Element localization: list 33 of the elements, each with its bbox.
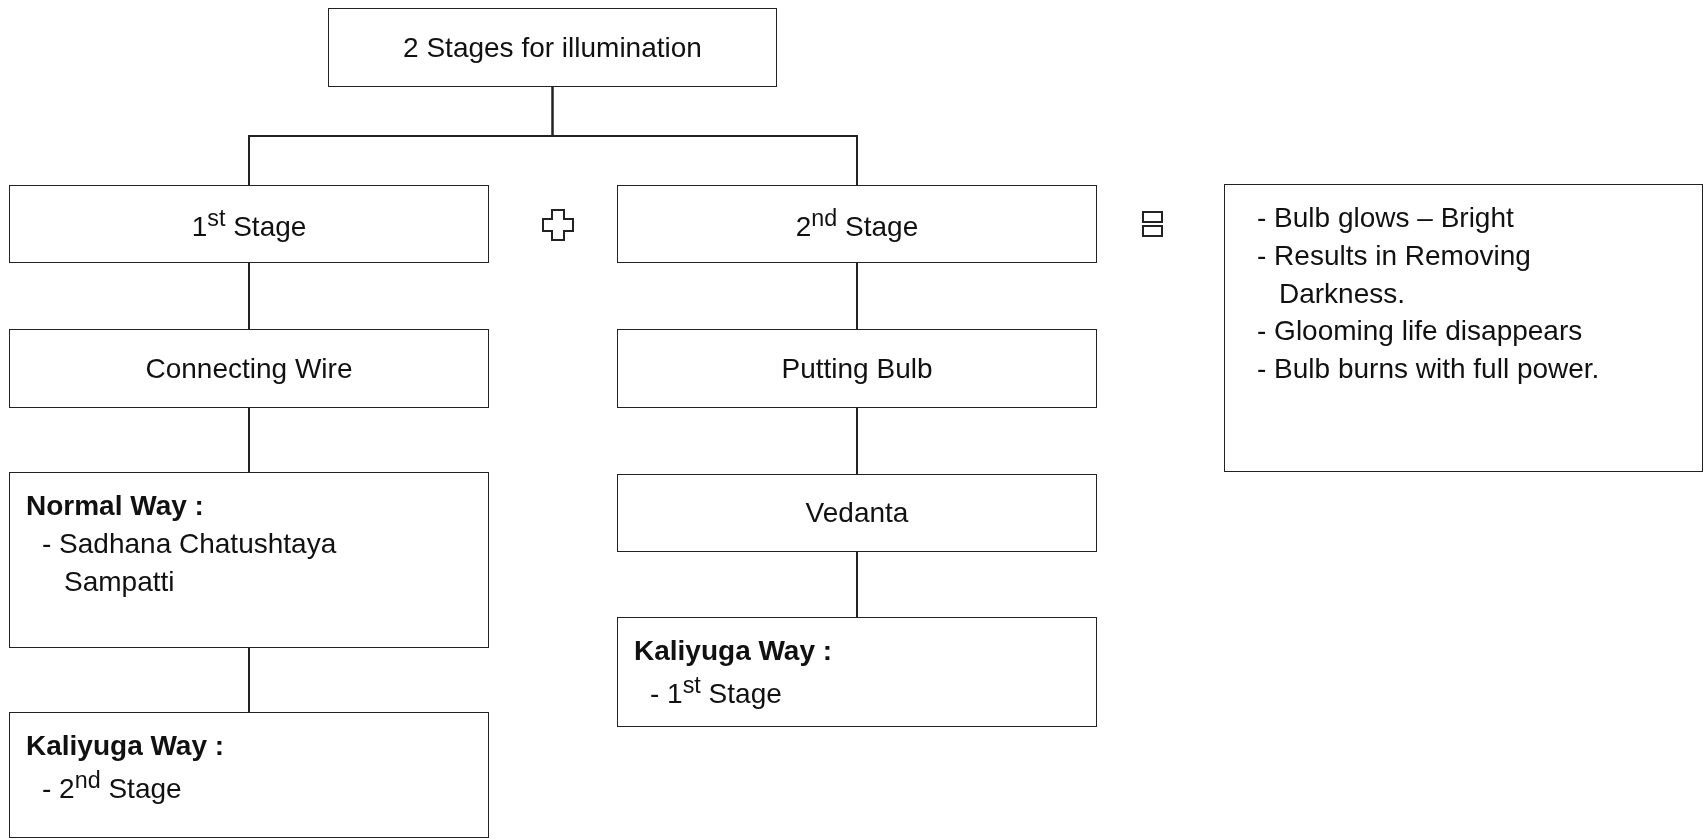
box-label: 2 Stages for illumination bbox=[403, 30, 702, 65]
list-item: - Sadhana Chatushtaya Sampatti bbox=[41, 526, 338, 599]
process-box bbox=[328, 8, 777, 87]
connector-line bbox=[856, 407, 858, 475]
connector-line bbox=[248, 647, 250, 713]
box-label: 1$^{st}$ Stage bbox=[191, 204, 307, 244]
list-item: - 1$^{st}$ Stage bbox=[649, 670, 783, 712]
process-box bbox=[9, 329, 489, 408]
process-box bbox=[617, 329, 1097, 408]
list-box bbox=[9, 712, 489, 838]
list-item: - Bulb glows – Bright bbox=[1256, 201, 1515, 235]
list-item: - Glooming life disappears bbox=[1256, 314, 1584, 349]
list-item: - 2$^{nd}$ Stage bbox=[41, 765, 183, 807]
box-label: Putting Bulb bbox=[781, 351, 933, 386]
box-label: Vedanta bbox=[805, 496, 909, 530]
box-label: Connecting Wire bbox=[145, 351, 353, 386]
process-box bbox=[617, 474, 1097, 552]
connector-line bbox=[856, 262, 858, 330]
process-box bbox=[9, 185, 489, 263]
process-box bbox=[617, 185, 1097, 263]
heading-text: Kaliyuga Way : bbox=[634, 634, 834, 668]
connector-line bbox=[248, 262, 250, 330]
connector-line bbox=[856, 551, 858, 618]
box-label: 2$^{nd}$ Stage bbox=[795, 204, 919, 244]
heading-text: Kaliyuga Way : bbox=[26, 729, 226, 763]
list-box bbox=[617, 617, 1097, 727]
list-item: - Bulb burns with full power. bbox=[1256, 352, 1601, 387]
connector-line bbox=[248, 407, 250, 473]
connector-line bbox=[551, 86, 858, 186]
list-box bbox=[1224, 184, 1703, 472]
list-item: - Results in Removing Darkness. bbox=[1256, 238, 1532, 311]
list-box bbox=[9, 472, 489, 648]
heading-text: Normal Way : bbox=[26, 489, 205, 523]
